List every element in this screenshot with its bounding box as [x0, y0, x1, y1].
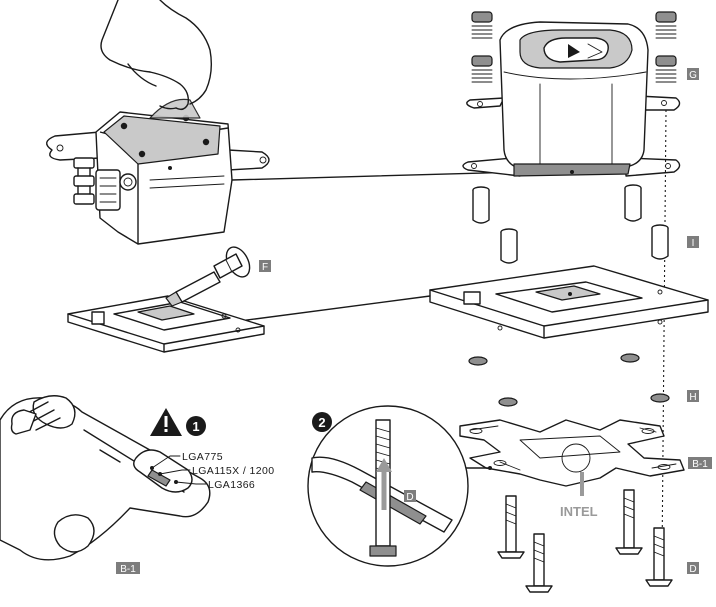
label-G: G [687, 68, 699, 81]
nut-4 [650, 393, 670, 403]
thumbscrew-mid-left [471, 55, 493, 83]
standoff-1 [472, 186, 490, 224]
label-D-detail: D [404, 490, 416, 503]
nut-2 [620, 353, 640, 363]
board-to-board-line [231, 295, 431, 323]
step-2-number: 2 [318, 415, 325, 430]
nut-1 [468, 356, 488, 366]
label-G-text: G [689, 70, 697, 81]
alignment-dashed-line [661, 109, 667, 561]
nut-3 [498, 397, 518, 407]
warning-icon [150, 408, 182, 436]
step-1-number: 1 [192, 419, 199, 434]
hand-illustration [100, 0, 213, 111]
standoff-2 [624, 184, 642, 222]
motherboard-left [67, 295, 265, 353]
thumbscrew-springs [471, 11, 677, 83]
label-D-right-text: D [689, 564, 696, 575]
standoff-3 [500, 228, 518, 264]
backplate: INTEL [459, 419, 685, 519]
label-B1-left: B-1 [116, 562, 140, 575]
screw-detail-magnifier [307, 405, 469, 567]
screw-1 [497, 495, 525, 559]
label-F-text: F [262, 262, 268, 273]
label-I: I [687, 236, 699, 249]
socket-pointer-lines [151, 455, 207, 485]
label-I-text: I [692, 238, 695, 249]
label-D-right: D [687, 562, 699, 575]
pump-assembly-right [462, 21, 681, 177]
label-H: H [687, 390, 699, 403]
label-B1-left-text: B-1 [120, 564, 136, 575]
thumbscrew-top-left [471, 11, 493, 39]
label-H-text: H [689, 392, 696, 403]
thumbscrew-mid-right [655, 55, 677, 83]
label-F: F [259, 260, 271, 273]
socket-label-lga115x: LGA115X / 1200 [192, 465, 274, 477]
nuts [468, 353, 670, 407]
standoffs [472, 184, 669, 264]
backplate-bracket-closeup [0, 395, 211, 561]
screw-2 [525, 533, 553, 593]
label-D-detail-text: D [406, 492, 413, 503]
socket-label-lga1366: LGA1366 [208, 479, 255, 491]
standoff-4 [651, 224, 669, 260]
pump-to-assembly-line [231, 171, 521, 181]
pump-head-left [46, 98, 270, 245]
motherboard-right [429, 265, 709, 339]
screw-3 [615, 489, 643, 555]
backplate-intel-text: INTEL [560, 504, 598, 519]
step-2-badge: 2 [312, 412, 332, 432]
screw-4 [645, 527, 673, 587]
step-1-badge: 1 [186, 416, 206, 436]
label-B1-right: B-1 [688, 457, 712, 470]
socket-label-lga775: LGA775 [182, 451, 223, 463]
label-B1-right-text: B-1 [692, 459, 708, 470]
thermal-paste-syringe [165, 246, 251, 307]
screws [497, 489, 673, 593]
thumbscrew-top-right [655, 11, 677, 39]
